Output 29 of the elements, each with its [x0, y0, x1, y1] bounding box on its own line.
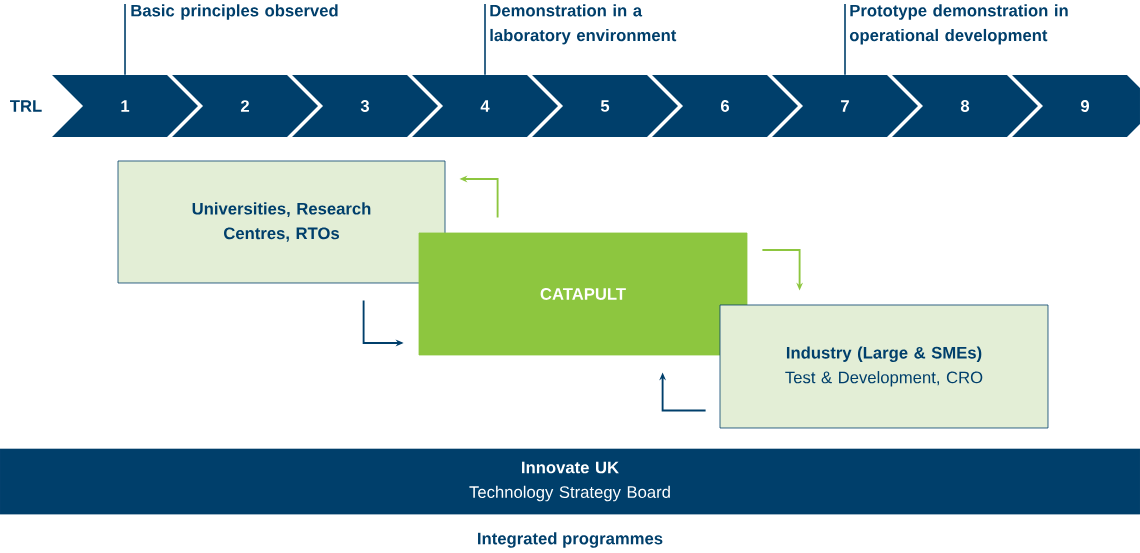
process-step: 6 — [652, 75, 798, 137]
node-label: 8 — [960, 100, 970, 112]
process-step: 7 — [772, 75, 918, 137]
leader-line — [124, 3, 126, 76]
node-label: 5 — [600, 100, 610, 112]
process-step: 8 — [892, 75, 1038, 137]
process-box: Universities, Research Centres, RTOs — [117, 160, 446, 284]
callout-text: Prototype demonstration in operational development — [849, 4, 1068, 45]
node-label: 2 — [240, 100, 249, 112]
banner: Innovate UK Technology Strategy Board — [0, 448, 1140, 515]
node-label: 3 — [360, 100, 370, 112]
callout-text: Demonstration in a laboratory environment — [490, 4, 677, 45]
label-text: Integrated programmes — [478, 532, 663, 548]
process-step: 5 — [532, 75, 678, 137]
node-label: 9 — [1080, 100, 1090, 112]
callout-text: Basic principles observed — [131, 4, 338, 20]
process-step: 9 — [1012, 75, 1140, 137]
node-label: 6 — [720, 100, 730, 112]
process-step: 1 — [52, 75, 198, 137]
process-box: CATAPULT — [418, 232, 748, 356]
leader-line — [844, 3, 846, 76]
process-box: Industry (Large & SMEs) Test & Development, CRO — [719, 304, 1049, 429]
process-step: 3 — [292, 75, 438, 137]
node-label: 7 — [841, 100, 849, 112]
process-step: 4 — [412, 75, 558, 137]
process-step: 2 — [172, 75, 318, 137]
node-label: 1 — [121, 100, 130, 112]
leader-line — [484, 3, 486, 76]
node-label: 4 — [480, 100, 490, 112]
